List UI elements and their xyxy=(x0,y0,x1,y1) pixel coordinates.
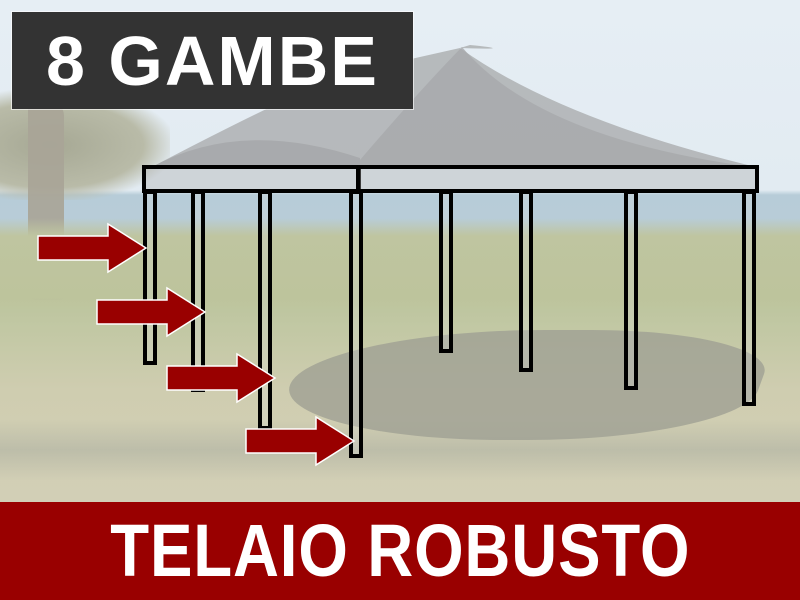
frame-leg-8 xyxy=(742,190,756,406)
frame-leg-6 xyxy=(519,190,533,372)
legs-count-label: 8 GAMBE xyxy=(12,12,413,109)
arrow-right-icon xyxy=(166,352,277,404)
feature-banner-text: TELAIO ROBUSTO xyxy=(109,509,691,592)
frame-leg-4 xyxy=(349,190,363,458)
frame-leg-1 xyxy=(143,190,157,365)
frame-top-beam-right xyxy=(356,165,759,193)
legs-count-text: 8 GAMBE xyxy=(46,21,379,100)
feature-banner: TELAIO ROBUSTO xyxy=(0,502,800,600)
arrow-right-icon xyxy=(245,415,356,467)
frame-leg-7 xyxy=(624,190,638,390)
arrow-right-icon xyxy=(96,286,207,338)
frame-leg-5 xyxy=(439,190,453,353)
arrow-right-icon xyxy=(37,222,148,274)
frame-top-beam-left xyxy=(142,165,361,193)
